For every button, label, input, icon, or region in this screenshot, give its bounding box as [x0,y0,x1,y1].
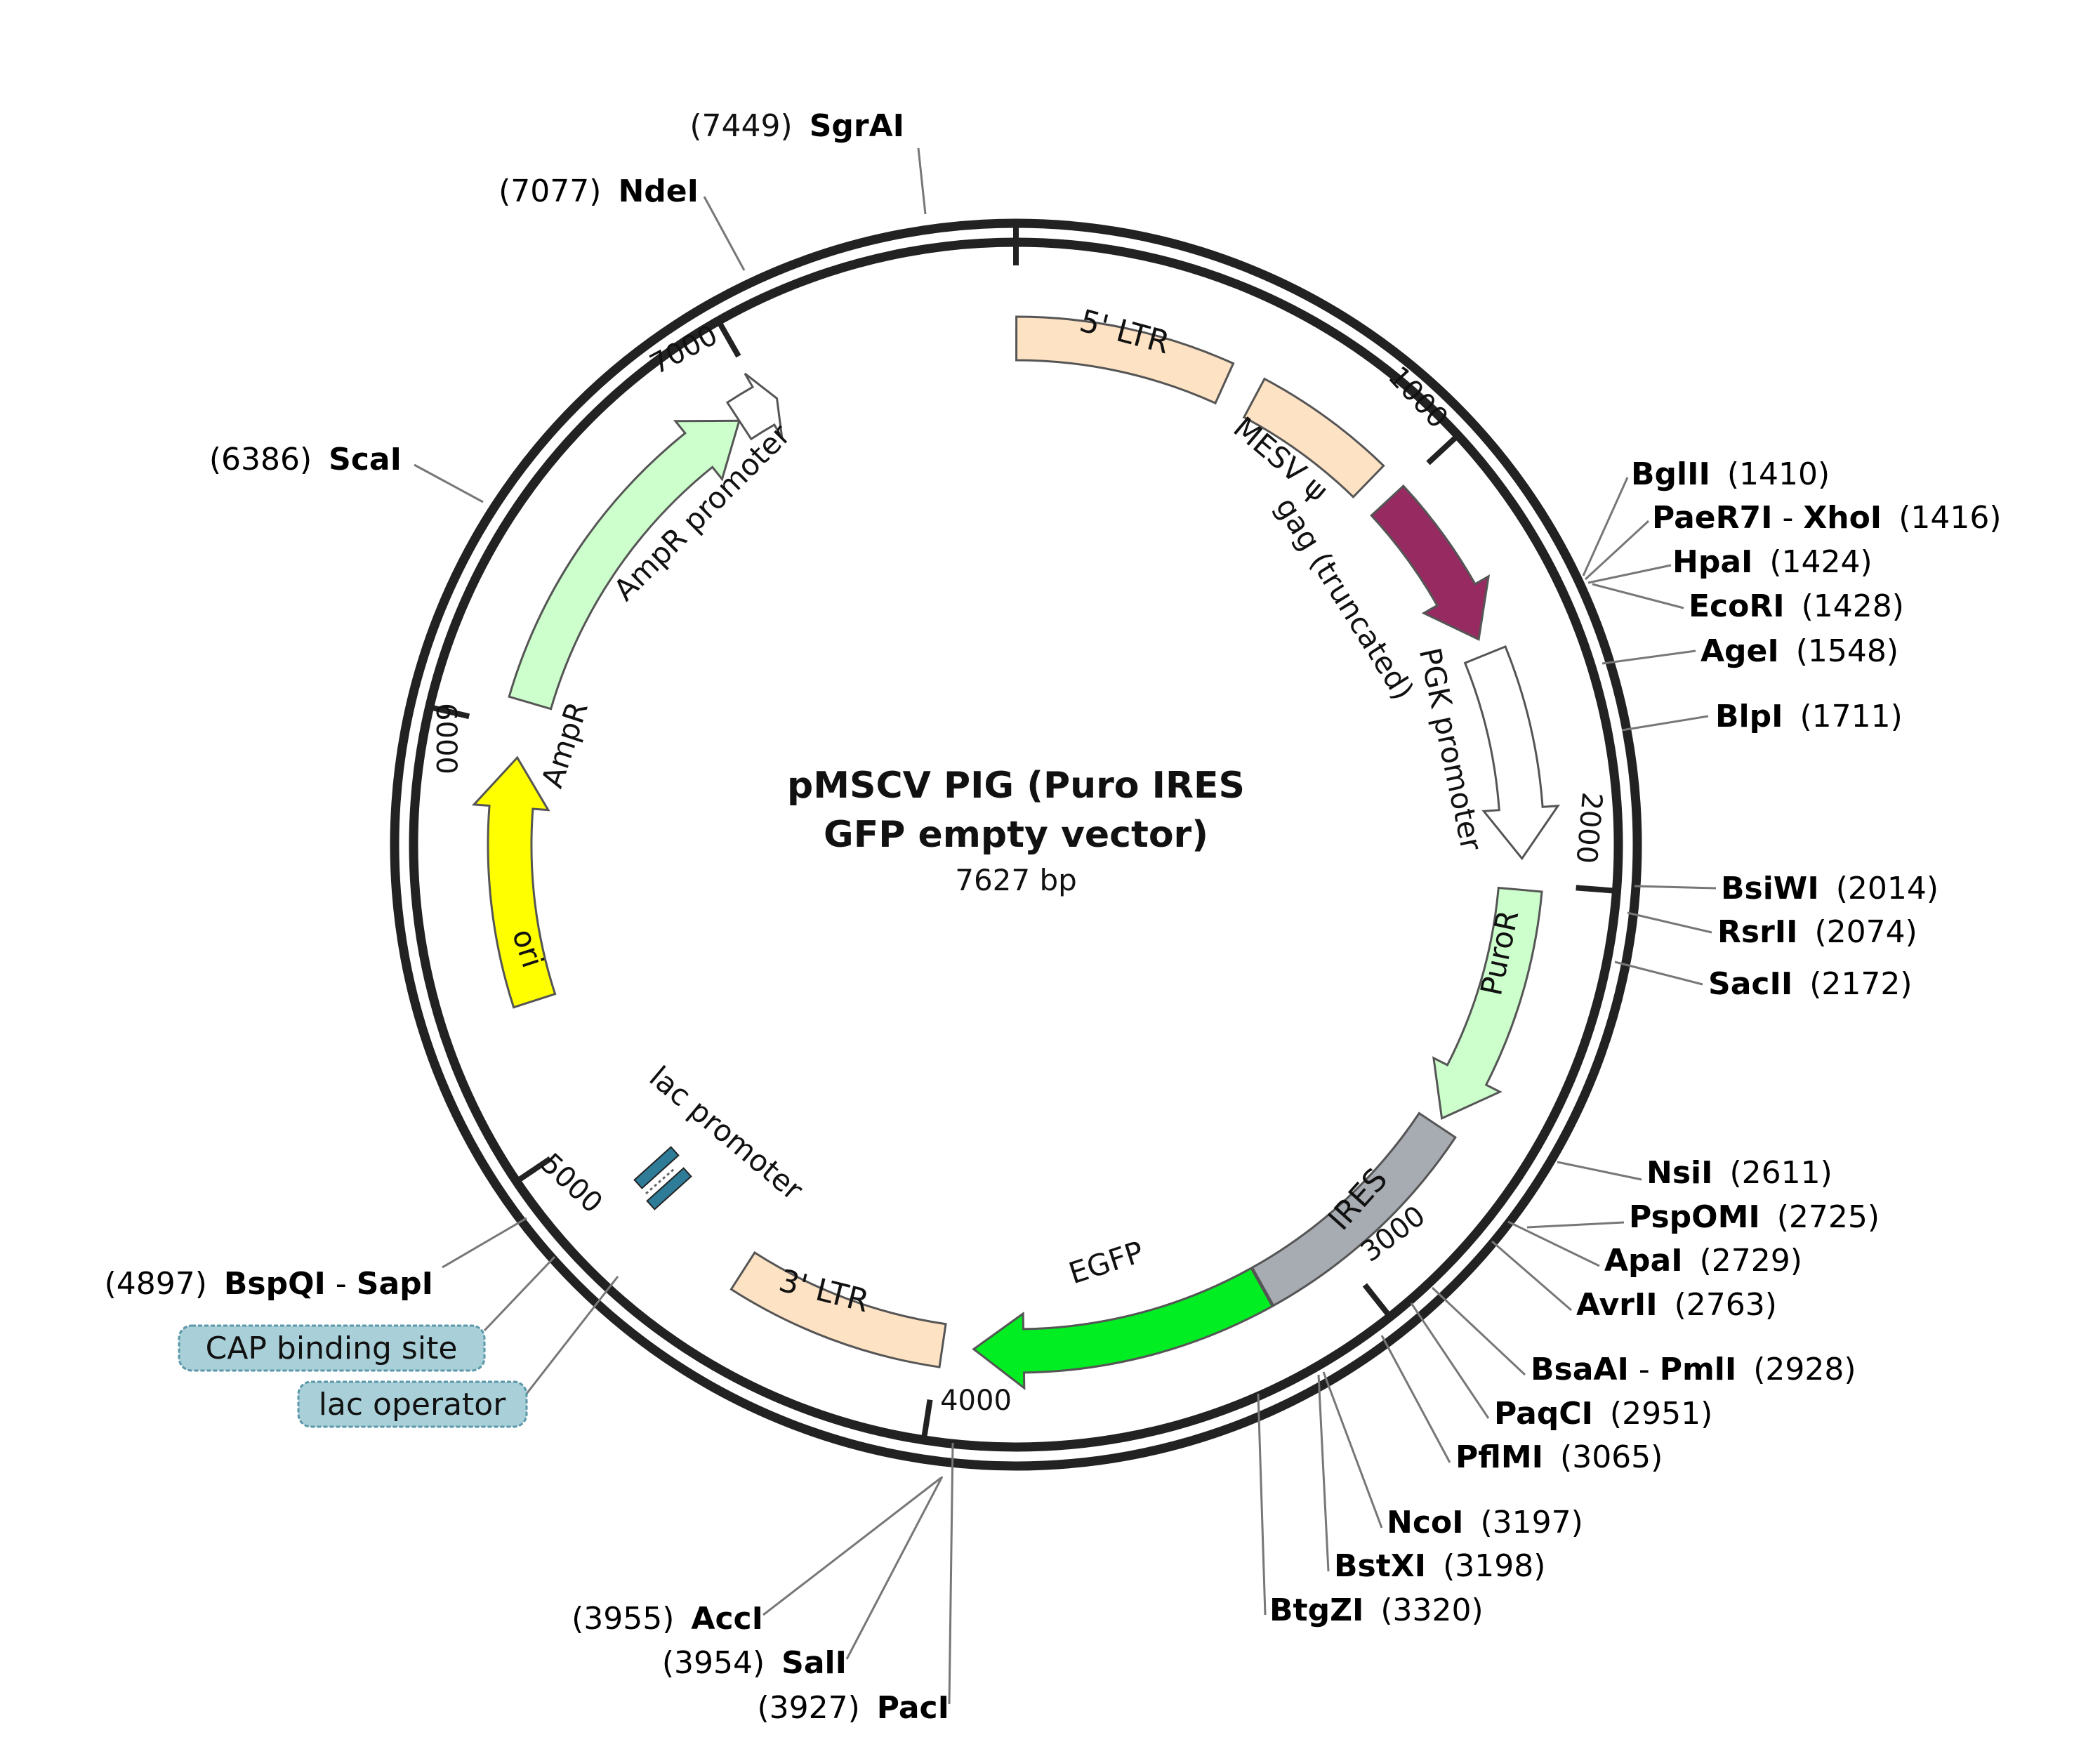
site-label-blpi: BlpI(1711) [1715,699,1903,734]
site-label-ecori: EcoRI(1428) [1689,588,1904,624]
plasmid-title-line2: GFP empty vector) [824,814,1208,856]
site-label-agei: AgeI(1548) [1701,633,1898,669]
site-label-paci: (3927)PacI [757,1690,949,1726]
tick-6000 [428,704,470,720]
tick-7000 [715,319,741,358]
site-label-bsiwi: BsiWI(2014) [1721,871,1939,906]
leader-line [703,196,746,271]
site-label-sali: (3954)SalI [662,1645,847,1681]
leader-line [1526,1221,1625,1229]
plasmid-length: 7627 bp [955,863,1077,897]
leader-lines [414,147,1717,1705]
leader-line [1322,1371,1383,1529]
tick-label-6000: 6000 [430,703,462,774]
leader-line [1257,1393,1267,1616]
leader-line [1587,564,1672,584]
leader-line [845,1476,944,1660]
feature-ampprom [725,372,784,441]
leader-line [1592,583,1684,609]
leader-line [1431,1286,1526,1376]
feature-label-egfp: EGFP [1064,1234,1147,1291]
site-label-scai: (6386)ScaI [209,442,402,477]
tick-1000 [1426,433,1460,466]
site-label-avrii: AvrII(2763) [1576,1287,1777,1323]
site-label-bstxi: BstXI(3198) [1334,1548,1545,1584]
site-label-bspqi-sapi: (4897)BspQI - SapI [105,1266,433,1302]
leader-line [1621,715,1709,732]
tick-label-4000: 4000 [940,1385,1012,1417]
lac-operator-text: lac operator [319,1387,507,1423]
site-label-sgrai: (7449)SgrAI [689,108,904,144]
leader-line [1557,1161,1642,1181]
leader-line [525,1276,619,1394]
leader-line [1582,477,1629,576]
tick-label-5000: 5000 [534,1147,609,1220]
site-label-hpai: HpaI(1424) [1672,544,1873,580]
feature-ltr3 [729,1250,947,1368]
tick-4000 [920,1399,933,1441]
feature-mesv [1242,377,1385,499]
features [471,315,1561,1390]
site-label-sacii: SacII(2172) [1708,966,1913,1002]
feature-gag [1370,484,1491,641]
site-label-pspomi: PspOMI(2725) [1629,1199,1880,1235]
cap-binding-site-text: CAP binding site [206,1331,458,1366]
leader-line [1491,1240,1572,1312]
bp-ticks [428,319,1617,1441]
site-label-nsii: NsiI(2611) [1646,1155,1832,1191]
lac-operator-label: lac operator [297,1380,528,1428]
feature-pgk [1463,645,1561,861]
leader-line [1614,961,1703,986]
feature-ltr5 [1015,315,1235,405]
feature-ires [1250,1111,1457,1307]
leader-line [1584,520,1650,581]
leader-line [1317,1374,1330,1572]
tick-5000 [515,1156,552,1184]
tick-2000 [1576,885,1617,894]
feature-egfp [972,1267,1274,1390]
leader-line [917,147,927,215]
site-label-apai: ApaI(2729) [1604,1243,1802,1279]
leader-line [1634,885,1717,890]
site-label-ndei: (7077)NdeI [498,173,699,209]
site-label-paer7i-xhoi: PaeR7I - XhoI(1416) [1652,500,2002,536]
site-label-bsaai-pmli: BsaAI - PmlI(2928) [1531,1352,1856,1387]
feature-puror [1432,886,1543,1120]
site-label-btgzi: BtgZI(3320) [1269,1592,1484,1628]
site-label-pflmi: PflMI(3065) [1455,1439,1663,1475]
plasmid-title-line1: pMSCV PIG (Puro IRES [787,765,1245,807]
tick-label-2000: 2000 [1570,791,1609,864]
site-label-ncoi: NcoI(3197) [1387,1505,1583,1540]
tick-label-7000: 7000 [645,319,722,381]
feature-label-ampr: AmpR [535,697,595,791]
leader-line [483,1255,556,1332]
leader-line [1380,1335,1451,1463]
site-label-acci: (3955)AccI [572,1601,763,1637]
leader-line [948,1442,954,1705]
leader-line [1507,1220,1600,1267]
leader-line [1602,649,1696,665]
leader-line [414,463,484,503]
site-label-rsrii: RsrII(2074) [1717,914,1917,950]
site-label-bglii: BglII(1410) [1631,456,1830,492]
site-label-paqci: PaqCI(2951) [1494,1396,1712,1432]
tick-3000 [1362,1283,1393,1319]
leader-line [762,1477,942,1616]
leader-line [1410,1302,1490,1419]
cap-binding-site-label: CAP binding site [178,1324,486,1372]
leader-line [442,1217,527,1269]
leader-line [1627,911,1712,934]
feature-ori [471,755,557,1009]
feature-lac-promoter [633,1146,692,1210]
